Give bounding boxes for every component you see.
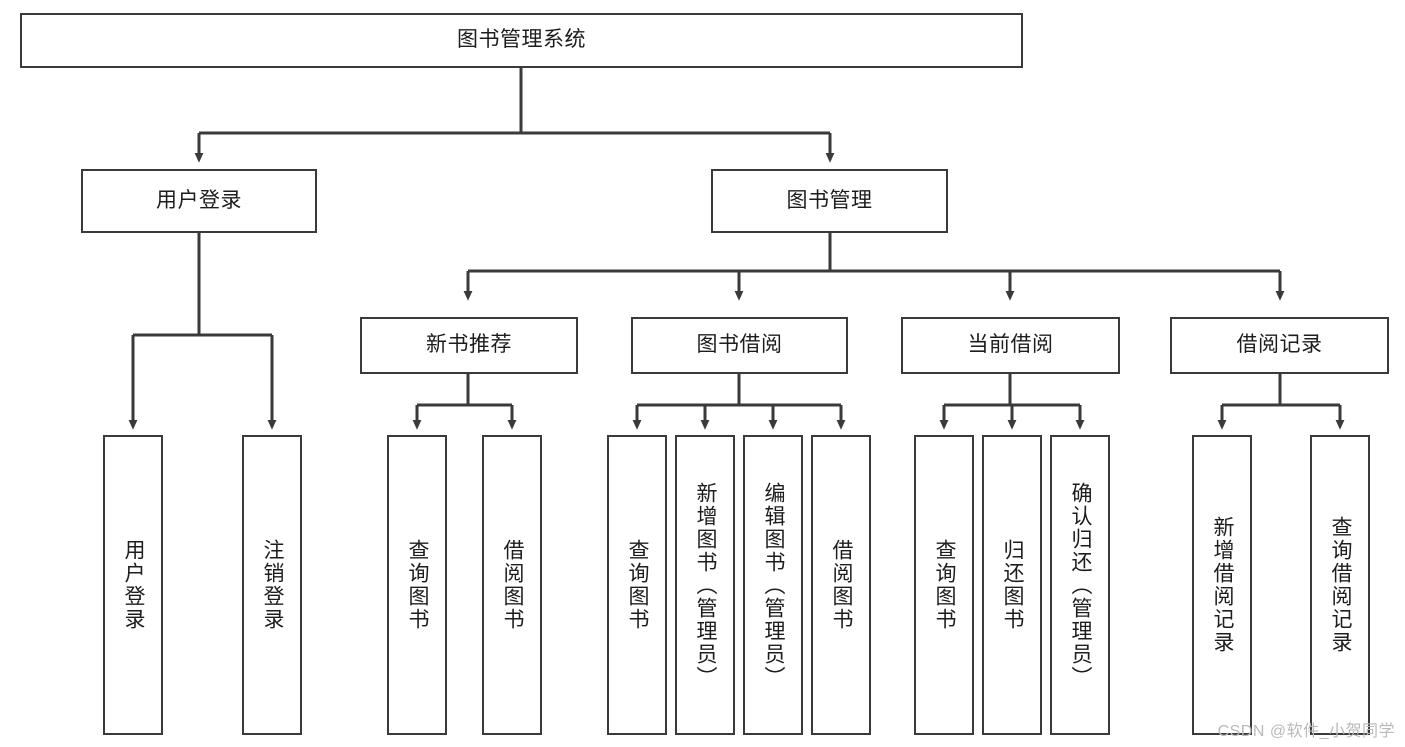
node-leaf-current-borrow-0[interactable]: 查询图书 xyxy=(914,435,974,735)
node-new-book-recommend-label: 新书推荐 xyxy=(426,333,512,357)
node-leaf-label: 查询图书 xyxy=(933,539,957,631)
node-book-manage-label: 图书管理 xyxy=(786,188,873,212)
node-leaf-label: 借阅图书 xyxy=(830,539,854,631)
node-leaf-label: 用户登录 xyxy=(122,539,146,631)
node-leaf-book-borrow-2[interactable]: 编辑图书（管理员） xyxy=(743,435,803,735)
node-leaf-label: 查询借阅记录 xyxy=(1329,516,1353,654)
node-leaf-label: 编辑图书（管理员） xyxy=(762,481,786,689)
node-leaf-current-borrow-2[interactable]: 确认归还（管理员） xyxy=(1050,435,1110,735)
node-borrow-record[interactable]: 借阅记录 xyxy=(1170,317,1389,374)
node-book-borrow-label: 图书借阅 xyxy=(696,333,783,357)
node-leaf-user-login-0[interactable]: 用户登录 xyxy=(103,435,163,735)
node-leaf-label: 注销登录 xyxy=(261,539,285,631)
node-book-borrow[interactable]: 图书借阅 xyxy=(631,317,848,374)
node-user-login-label: 用户登录 xyxy=(156,188,242,212)
node-leaf-book-borrow-3[interactable]: 借阅图书 xyxy=(811,435,871,735)
node-leaf-borrow-record-1[interactable]: 查询借阅记录 xyxy=(1310,435,1370,735)
node-root-label: 图书管理系统 xyxy=(457,28,586,52)
node-book-manage[interactable]: 图书管理 xyxy=(711,169,948,233)
node-leaf-label: 查询图书 xyxy=(406,539,430,631)
node-leaf-new-book-1[interactable]: 借阅图书 xyxy=(482,435,542,735)
node-leaf-book-borrow-0[interactable]: 查询图书 xyxy=(607,435,667,735)
node-user-login[interactable]: 用户登录 xyxy=(81,169,317,233)
node-leaf-borrow-record-0[interactable]: 新增借阅记录 xyxy=(1192,435,1252,735)
node-leaf-user-login-1[interactable]: 注销登录 xyxy=(242,435,302,735)
node-current-borrow[interactable]: 当前借阅 xyxy=(901,317,1120,374)
node-borrow-record-label: 借阅记录 xyxy=(1236,333,1323,357)
node-new-book-recommend[interactable]: 新书推荐 xyxy=(360,317,578,374)
node-leaf-label: 归还图书 xyxy=(1001,539,1025,631)
node-leaf-label: 新增借阅记录 xyxy=(1211,516,1235,654)
node-leaf-label: 查询图书 xyxy=(626,539,650,631)
node-root[interactable]: 图书管理系统 xyxy=(20,13,1023,68)
node-current-borrow-label: 当前借阅 xyxy=(967,333,1054,357)
node-leaf-current-borrow-1[interactable]: 归还图书 xyxy=(982,435,1042,735)
node-leaf-label: 借阅图书 xyxy=(501,539,525,631)
node-leaf-book-borrow-1[interactable]: 新增图书（管理员） xyxy=(675,435,735,735)
node-leaf-label: 新增图书（管理员） xyxy=(694,481,718,689)
node-leaf-label: 确认归还（管理员） xyxy=(1069,481,1093,689)
node-leaf-new-book-0[interactable]: 查询图书 xyxy=(387,435,447,735)
